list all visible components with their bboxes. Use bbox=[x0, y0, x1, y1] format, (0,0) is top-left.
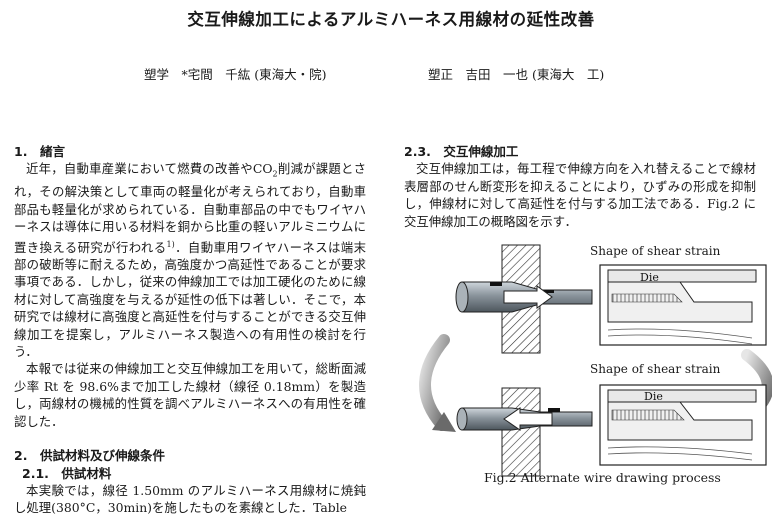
paper-title: 交互伸線加工によるアルミハーネス用線材の延性改善 bbox=[187, 10, 595, 29]
die-label-bottom: Die bbox=[644, 390, 663, 403]
section-1-text-c: ．自動車用ワイヤハーネスは端末部の破断等に耐えるため，高強度かつ高延性であること… bbox=[14, 239, 366, 360]
section-1-paragraph-1: 近年，自動車産業において燃費の改善やCO2削減が課題とされ，その解決策として車両… bbox=[14, 160, 366, 360]
die-bottom bbox=[501, 387, 541, 477]
section-1-heading: 1. 緒言 bbox=[14, 144, 65, 159]
drawing-direction-arrow-left bbox=[503, 407, 553, 431]
alternate-drawing-diagram: Die Die bbox=[419, 244, 772, 477]
section-2-heading: 2. 供試材料及び伸線条件 bbox=[14, 448, 165, 464]
section-2-3-heading: 2.3. 交互伸線加工 bbox=[404, 144, 519, 159]
section-1-text-b: 削減が課題とされ，その解決策として車両の軽量化が考えられており，自動車部品も軽量… bbox=[14, 161, 366, 255]
shear-strain-label-bottom: Shape of shear strain bbox=[590, 362, 721, 376]
section-2-1-paragraph: 本実験では，線径 1.50mm のアルミハーネス用線材に焼鈍し処理(380°C，… bbox=[14, 482, 366, 516]
co2-subscript: 2 bbox=[272, 169, 278, 179]
reference-1: 1) bbox=[166, 239, 175, 249]
die-label-top: Die bbox=[640, 271, 659, 284]
author-right: 塑正 吉田 一也 (東海大 工) bbox=[428, 67, 605, 82]
drawing-direction-arrow-right bbox=[503, 285, 553, 309]
right-column: 2.3. 交互伸線加工 交互伸線加工は，毎工程で伸線方向を入れ替えることで線材表… bbox=[404, 143, 756, 230]
section-1-paragraph-2: 本報では従来の伸線加工と交互伸線加工を用いて，総断面減少率 Rt を 98.6%… bbox=[14, 361, 366, 429]
section-1-text-a: 近年，自動車産業において燃費の改善やCO bbox=[26, 161, 273, 177]
left-column: 1. 緒言 近年，自動車産業において燃費の改善やCO2削減が課題とされ，その解決… bbox=[14, 143, 366, 517]
shear-strain-label-top: Shape of shear strain bbox=[590, 244, 721, 258]
section-2-1-heading: 2.1. 供試材料 bbox=[22, 465, 112, 481]
section-2-3-paragraph: 交互伸線加工は，毎工程で伸線方向を入れ替えることで線材表層部のせん断変形を抑える… bbox=[404, 161, 756, 229]
author-left: 塑学 *宅間 千紘 (東海大・院) bbox=[144, 67, 327, 82]
figure-caption: Fig.2 Alternate wire drawing process bbox=[484, 470, 721, 485]
cycle-arrow-left bbox=[419, 334, 450, 431]
